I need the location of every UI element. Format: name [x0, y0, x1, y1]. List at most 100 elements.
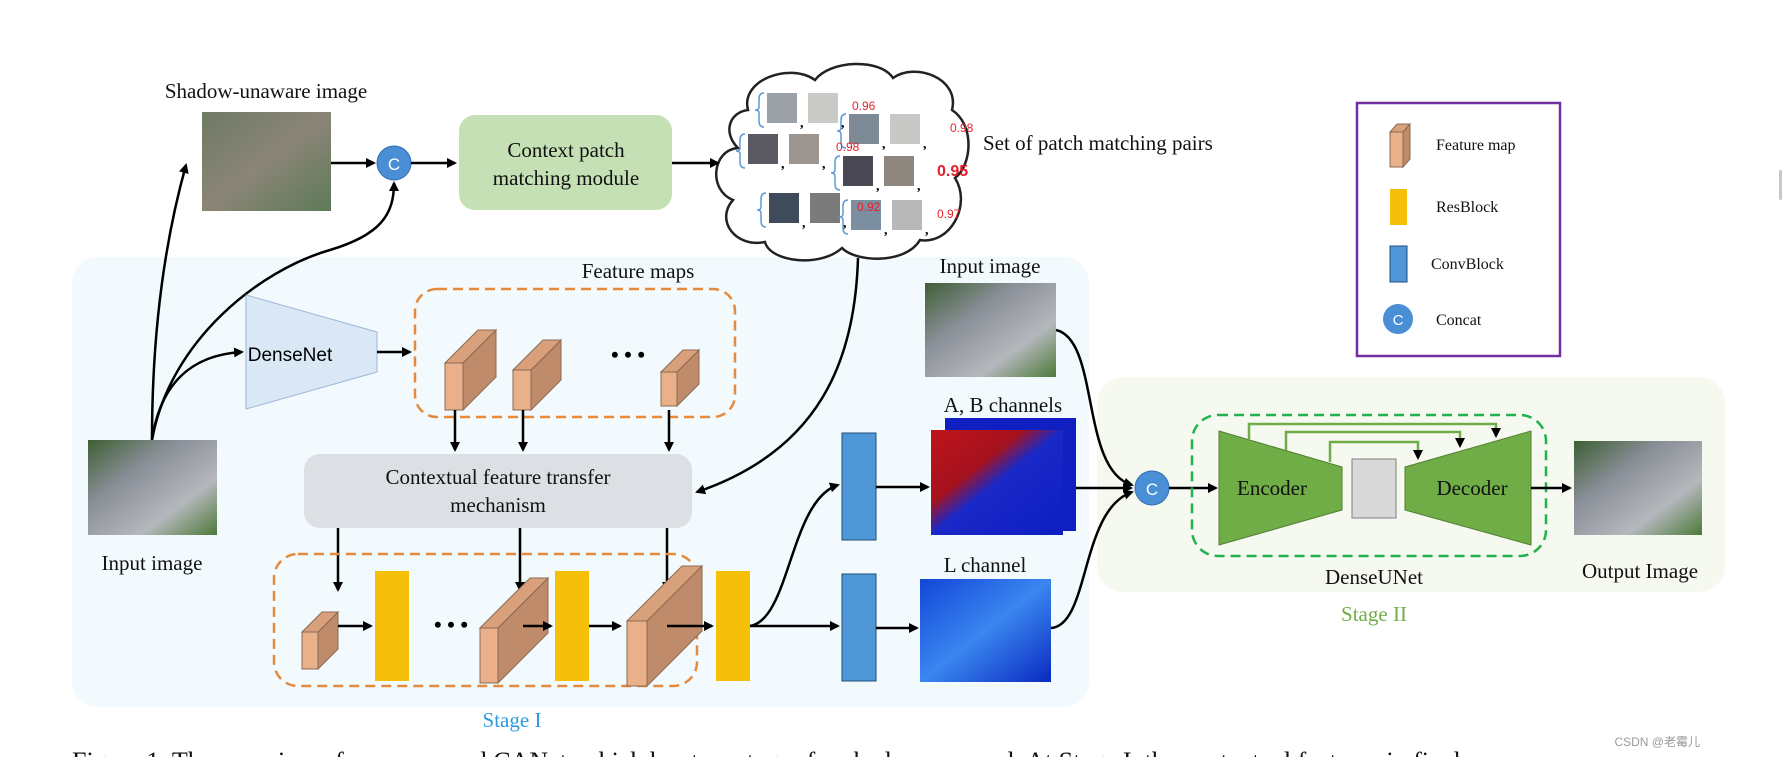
match-score: 0.98: [836, 140, 860, 154]
comma: ,: [781, 157, 785, 172]
patch: [884, 156, 914, 186]
ellipsis-bottom: • • •: [434, 612, 468, 637]
legend-concat-label: Concat: [1436, 312, 1482, 329]
context-patch-label-line2: matching module: [493, 166, 639, 190]
patch: [810, 193, 840, 223]
comma: ,: [800, 116, 804, 131]
densenet-block: [245, 294, 378, 410]
match-score: 0.95: [937, 163, 968, 180]
output-image: [1574, 441, 1702, 535]
densenet-label: DenseNet: [248, 345, 333, 366]
patch: [789, 134, 819, 164]
denseunet-group: [1190, 413, 1548, 558]
concat-symbol: C: [1393, 312, 1404, 329]
shadow-unaware-label: Shadow-unaware image: [165, 79, 367, 103]
patch: [769, 193, 799, 223]
concat-symbol: C: [1146, 480, 1158, 499]
decoder-label: Decoder: [1436, 476, 1507, 500]
feature-map: [659, 348, 701, 408]
context-patch-label-line1: Context patch: [507, 138, 625, 162]
patch: [808, 93, 838, 123]
match-score: 0.98: [950, 121, 974, 135]
patch: [892, 200, 922, 230]
feature-map-top: [300, 611, 340, 633]
transfer-label-line2: mechanism: [450, 493, 546, 517]
bracket: [838, 199, 849, 235]
feature-maps: [443, 328, 701, 412]
transfer-label-line1: Contextual feature transfer: [385, 465, 610, 489]
match-score: 0.96: [852, 99, 876, 113]
feature-map-top: [625, 565, 704, 622]
legend-convblock-icon: [1389, 245, 1408, 283]
bracket: [830, 155, 841, 191]
comma: ,: [917, 179, 921, 194]
feature-map-top: [659, 349, 701, 373]
patch: [849, 114, 879, 144]
encoder-block: [1218, 430, 1343, 546]
patch-pairs-label: Set of patch matching pairs: [983, 131, 1213, 155]
feature-maps-group: [413, 287, 737, 419]
match-score: 0.97: [937, 207, 961, 221]
skip-connections: [1247, 422, 1501, 462]
vertical-arrows: [333, 410, 674, 592]
input-image: [88, 440, 217, 535]
input-image-top: [925, 283, 1056, 377]
arrow-input-to-shadow-unaware: [150, 163, 189, 441]
feature-map-top: [478, 577, 550, 629]
convblock-upper: [841, 432, 877, 541]
resblock: [716, 571, 750, 681]
legend-feature-map-icon: [1388, 122, 1412, 169]
context-patch-matching-module: [459, 115, 672, 210]
legend-feature-map-label: Feature map: [1436, 137, 1516, 154]
arrow-to-upper-convblock: [749, 482, 840, 628]
patch: [748, 134, 778, 164]
comma: ,: [925, 223, 929, 238]
feature-map-front: [512, 369, 532, 411]
patch: [851, 200, 881, 230]
decoder-block: [1404, 430, 1532, 546]
shadow-unaware-image: [202, 112, 331, 211]
arrow-l-to-concat2: [1050, 489, 1134, 630]
feature-map-front: [301, 631, 319, 670]
stage2-label: Stage II: [1341, 602, 1407, 626]
comma: ,: [843, 216, 847, 231]
output-image-label: Output Image: [1582, 559, 1698, 583]
patch: [767, 93, 797, 123]
comma: ,: [841, 116, 845, 131]
comma: ,: [923, 137, 927, 152]
bracket: [836, 113, 847, 149]
feature-map: [511, 338, 563, 412]
resblock: [375, 571, 409, 681]
legend-resblock-icon: [1390, 189, 1407, 225]
feature-map: [300, 610, 340, 671]
arrow-cloud-to-transfer: [695, 257, 860, 495]
patch: [843, 156, 873, 186]
feature-map-top: [443, 329, 498, 364]
scrollbar[interactable]: [1779, 170, 1782, 200]
feature-map-front: [626, 620, 648, 687]
ab-channels-image: [931, 430, 1063, 535]
feature-map-front: [660, 371, 678, 407]
bracket: [735, 133, 746, 169]
contextual-feature-transfer-mechanism: [304, 454, 692, 528]
comma: ,: [882, 137, 886, 152]
l-channel-label: L channel: [944, 553, 1027, 577]
comma: ,: [884, 223, 888, 238]
stage1-label: Stage I: [483, 708, 542, 732]
comma: ,: [802, 216, 806, 231]
comma: ,: [876, 179, 880, 194]
input-image-label: Input image: [102, 551, 203, 575]
watermark: CSDN @老霉儿: [1614, 735, 1700, 749]
feature-map: [478, 576, 550, 685]
match-score: 0.92: [857, 200, 881, 214]
ab-channels-label: A, B channels: [944, 393, 1062, 417]
legend-resblock-label: ResBlock: [1436, 199, 1498, 216]
stage1-decoder-row: [300, 564, 750, 688]
patch: [890, 114, 920, 144]
arrow-input-to-concat2: [1055, 328, 1134, 488]
arrow-input-to-concat: [150, 181, 399, 441]
encoder-label: Encoder: [1237, 476, 1307, 500]
feature-map-front: [444, 362, 464, 411]
